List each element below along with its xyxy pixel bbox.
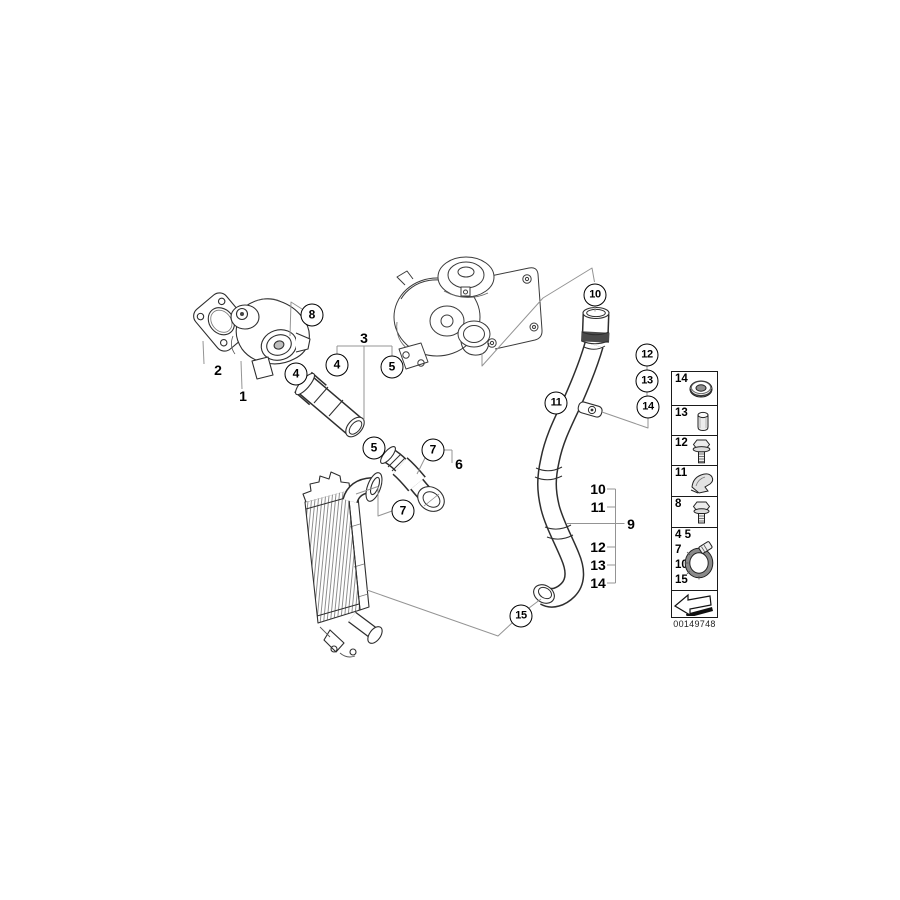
legend-row-14[interactable]: 14 bbox=[672, 372, 717, 406]
ref-item-12[interactable]: 12 bbox=[590, 539, 606, 555]
legend-row-12[interactable]: 12 bbox=[672, 436, 717, 466]
charge-pipe-drawing bbox=[294, 371, 365, 438]
ref-item-14[interactable]: 14 bbox=[590, 575, 606, 591]
callout-7-b[interactable]: 7 bbox=[391, 499, 415, 523]
callout-14[interactable]: 14 bbox=[636, 395, 660, 419]
callout-5-a[interactable]: 5 bbox=[380, 355, 404, 379]
legend-label-8: 8 bbox=[675, 498, 682, 510]
callout-12[interactable]: 12 bbox=[635, 343, 659, 367]
pipe-holder-bracket-drawing bbox=[577, 401, 603, 418]
hex-bolt-short-icon bbox=[692, 501, 711, 524]
legend-row-11[interactable]: 11 bbox=[672, 466, 717, 497]
legend-row-8[interactable]: 8 bbox=[672, 497, 717, 528]
turbocharger-drawing bbox=[393, 256, 543, 370]
legend-row-13[interactable]: 13 bbox=[672, 406, 717, 436]
grommet-icon bbox=[689, 380, 713, 398]
charge-air-hose-drawing bbox=[533, 306, 610, 608]
label-6[interactable]: 6 bbox=[455, 456, 463, 472]
legend-row-direction-arrow[interactable] bbox=[672, 591, 717, 616]
callout-8[interactable]: 8 bbox=[300, 303, 324, 327]
callout-15[interactable]: 15 bbox=[509, 604, 533, 628]
callout-5-b[interactable]: 5 bbox=[362, 436, 386, 460]
callout-4-a[interactable]: 4 bbox=[284, 362, 308, 386]
callout-13[interactable]: 13 bbox=[635, 369, 659, 393]
direction-arrow-icon bbox=[673, 593, 713, 616]
callout-7-a[interactable]: 7 bbox=[421, 438, 445, 462]
callout-4-b[interactable]: 4 bbox=[325, 353, 349, 377]
document-number: 00149748 bbox=[673, 619, 716, 629]
ref-item-11[interactable]: 11 bbox=[590, 499, 606, 515]
label-9[interactable]: 9 bbox=[627, 516, 635, 532]
label-2[interactable]: 2 bbox=[214, 362, 222, 378]
callout-11[interactable]: 11 bbox=[544, 391, 568, 415]
intercooler-drawing bbox=[302, 471, 383, 658]
ref-item-10[interactable]: 10 bbox=[590, 481, 606, 497]
callout-10[interactable]: 10 bbox=[583, 283, 607, 307]
connector-hose-drawing bbox=[380, 446, 445, 512]
legend-label-12: 12 bbox=[675, 437, 688, 449]
parts-legend: 14 13 12 bbox=[671, 371, 718, 618]
legend-label-13: 13 bbox=[675, 407, 688, 419]
legend-row-clamps[interactable]: 4 5 7 10 15 bbox=[672, 528, 717, 591]
label-3[interactable]: 3 bbox=[360, 330, 368, 346]
leader-lines bbox=[202, 267, 649, 637]
spacer-sleeve-icon bbox=[697, 411, 709, 432]
clamp-bracket-icon bbox=[690, 473, 714, 494]
legend-label-11: 11 bbox=[675, 467, 688, 479]
hex-bolt-long-icon bbox=[692, 439, 711, 464]
hose-clamp-icon bbox=[684, 541, 714, 580]
label-1[interactable]: 1 bbox=[239, 388, 247, 404]
ref-item-13[interactable]: 13 bbox=[590, 557, 606, 573]
legend-label-14: 14 bbox=[675, 373, 688, 385]
legend-labels-clamps: 4 5 7 10 15 bbox=[675, 529, 691, 586]
